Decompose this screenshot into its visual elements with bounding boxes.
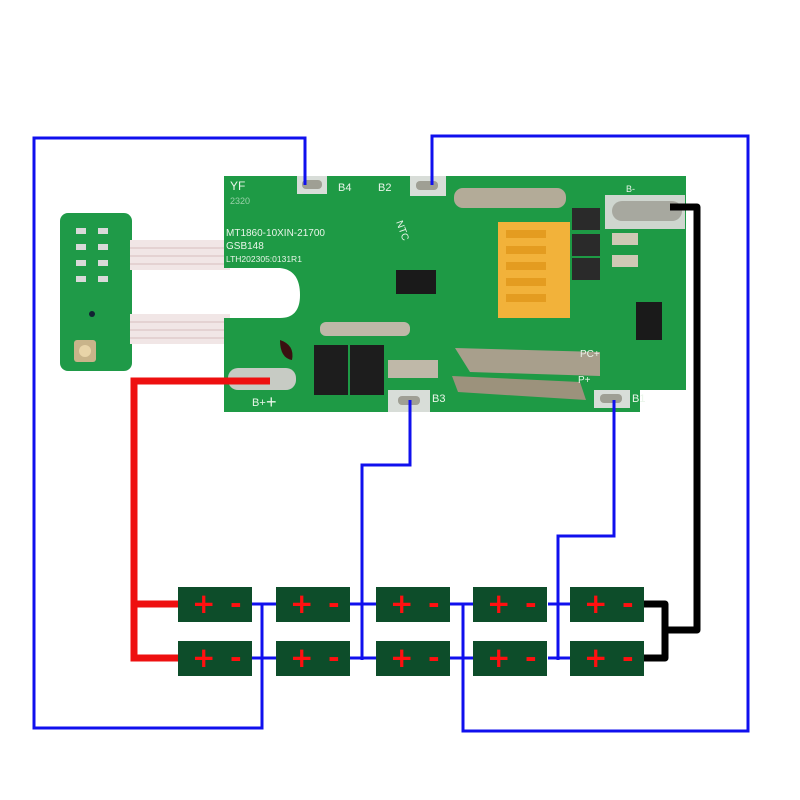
- cell-minus-sign: -: [428, 641, 440, 674]
- cell-body: [276, 641, 350, 676]
- cell-body: [473, 641, 547, 676]
- battery-cell: +-: [178, 587, 252, 622]
- pcb-model: MT1860-10XIN-21700: [226, 228, 325, 239]
- cell-minus-sign: -: [428, 587, 440, 620]
- cell-plus-sign: +: [290, 587, 313, 620]
- battery-cell: +-: [473, 641, 547, 676]
- battery-cells: +-+-+-+-+-+-+-+-+-+-: [178, 587, 644, 676]
- led-indicator-board: [60, 213, 132, 371]
- cell-minus-sign: -: [328, 641, 340, 674]
- wire-b4: [32, 136, 307, 730]
- bms-pcb: YF 2320 B4 B2 MT1860-10XIN-21700 GSB148 …: [224, 176, 686, 412]
- cell-body: [178, 641, 252, 676]
- cell-plus-sign: +: [192, 587, 215, 620]
- label-b-plus: B+: [252, 397, 266, 409]
- wire-b2: [430, 134, 750, 733]
- positive-wire: [130, 377, 270, 662]
- cell-body: [276, 587, 350, 622]
- wire-b3: [360, 400, 412, 660]
- plus-mark: +: [266, 392, 277, 412]
- cell-minus-sign: -: [230, 587, 242, 620]
- label-b2: B2: [378, 182, 391, 194]
- battery-cell: +-: [376, 587, 450, 622]
- wire-b1: [556, 400, 616, 660]
- battery-cell: +-: [570, 641, 644, 676]
- cell-body: [570, 641, 644, 676]
- cell-body: [570, 587, 644, 622]
- cell-plus-sign: +: [390, 587, 413, 620]
- pcb-brand: YF: [230, 179, 245, 193]
- cell-minus-sign: -: [525, 641, 537, 674]
- cell-minus-sign: -: [622, 641, 634, 674]
- cell-minus-sign: -: [525, 587, 537, 620]
- cell-plus-sign: +: [584, 641, 607, 674]
- cell-body: [376, 587, 450, 622]
- label-pc-plus: PC+: [580, 349, 600, 360]
- mosfet: [314, 345, 348, 395]
- battery-terminal: [455, 348, 600, 376]
- label-p-plus: P+: [578, 375, 591, 386]
- ribbon-cable: [130, 240, 230, 344]
- cell-plus-sign: +: [487, 587, 510, 620]
- cell-body: [376, 641, 450, 676]
- pcb-code: 2320: [230, 196, 250, 206]
- pcb-part: GSB148: [226, 241, 264, 252]
- label-b3: B3: [432, 393, 445, 405]
- battery-cell: +-: [276, 587, 350, 622]
- cell-plus-sign: +: [584, 587, 607, 620]
- mosfet: [350, 345, 384, 395]
- cell-body: [473, 587, 547, 622]
- cell-plus-sign: +: [290, 641, 313, 674]
- negative-wire: [642, 203, 701, 662]
- battery-cell: +-: [376, 641, 450, 676]
- battery-cell: +-: [570, 587, 644, 622]
- battery-cell: +-: [473, 587, 547, 622]
- cell-minus-sign: -: [328, 587, 340, 620]
- cell-minus-sign: -: [230, 641, 242, 674]
- cell-body: [178, 587, 252, 622]
- cell-plus-sign: +: [192, 641, 215, 674]
- cell-minus-sign: -: [622, 587, 634, 620]
- label-b4: B4: [338, 182, 351, 194]
- pcb-lot: LTH202305:0131R1: [226, 254, 302, 264]
- cell-plus-sign: +: [390, 641, 413, 674]
- cell-plus-sign: +: [487, 641, 510, 674]
- balance-wires: [32, 134, 750, 733]
- label-b-minus: B-: [626, 184, 635, 194]
- label-b1: B1: [632, 393, 645, 405]
- battery-cell: +-: [276, 641, 350, 676]
- ic-chip: [396, 270, 436, 294]
- battery-cell: +-: [178, 641, 252, 676]
